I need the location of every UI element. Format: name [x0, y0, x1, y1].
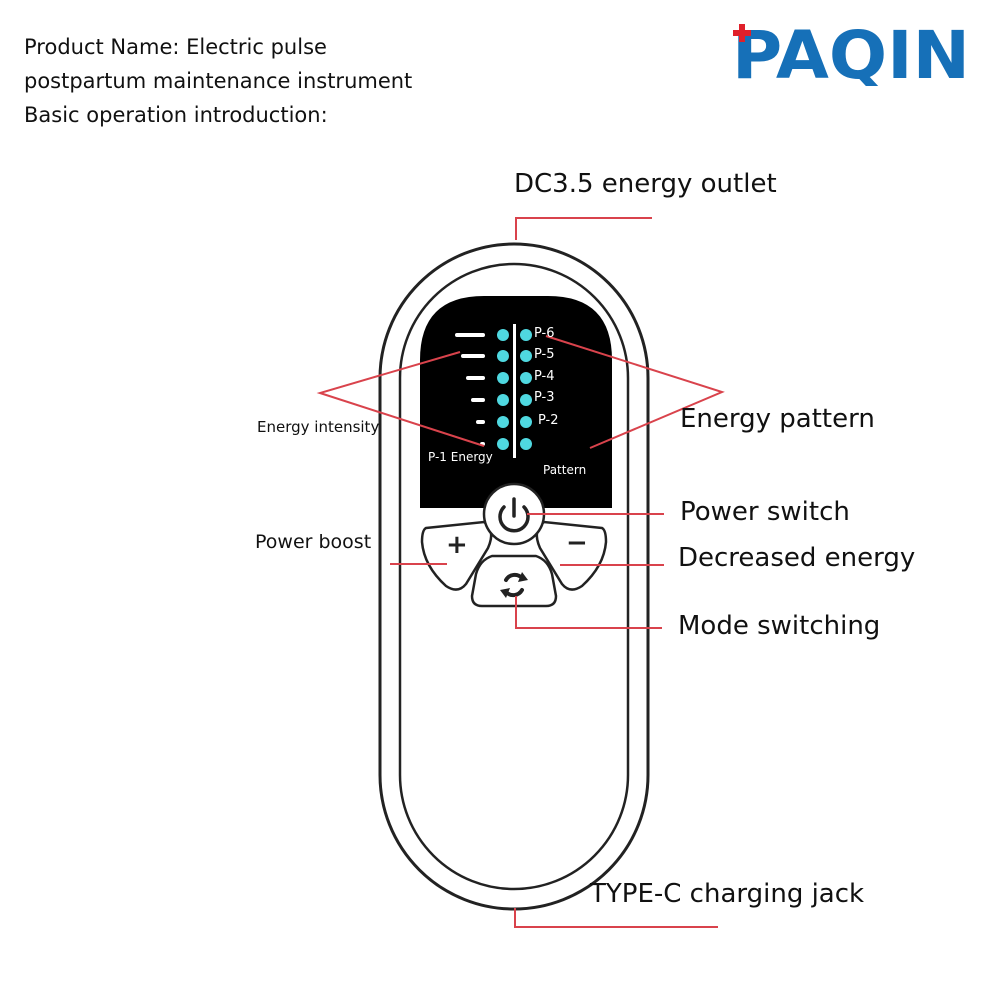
intensity-bar-2 — [476, 420, 485, 424]
leader-energy-intensity — [316, 351, 485, 447]
leader-typec — [514, 908, 718, 928]
leader-dc-outlet — [515, 217, 652, 240]
intro-line-3: Basic operation introduction: — [24, 103, 328, 127]
intro-line-1: Product Name: Electric pulse — [24, 35, 327, 59]
callout-decreased-energy: Decreased energy — [678, 543, 916, 573]
intro-text: Product Name: Electric pulse postpartum … — [24, 30, 412, 132]
intensity-bar-4 — [466, 376, 485, 380]
minus-button-shape — [535, 520, 608, 591]
callout-power-switch: Power switch — [680, 497, 850, 527]
callout-typec-jack: TYPE-C charging jack — [590, 879, 865, 909]
intensity-leds — [497, 329, 509, 450]
intensity-led-4 — [497, 372, 509, 384]
plus-button-shape — [420, 520, 493, 591]
pattern-led-4 — [520, 372, 532, 384]
pattern-level-label: P-4 — [534, 369, 555, 384]
intro-line-2: postpartum maintenance instrument — [24, 69, 413, 93]
red-cross-icon — [733, 24, 751, 42]
pattern-led-1 — [520, 438, 532, 450]
logo-text: PAQIN — [732, 17, 970, 86]
intensity-bars — [455, 333, 485, 446]
intensity-led-5 — [497, 350, 509, 362]
intensity-led-3 — [497, 394, 509, 406]
intensity-led-6 — [497, 329, 509, 341]
callout-mode-switching: Mode switching — [678, 611, 881, 641]
screen-pattern-label: Pattern — [543, 463, 587, 477]
pattern-led-3 — [520, 394, 532, 406]
intensity-bar-5 — [461, 354, 485, 358]
pattern-led-2 — [520, 416, 532, 428]
callout-energy-intensity: Energy intensity — [257, 418, 380, 436]
pattern-led-5 — [520, 350, 532, 362]
mode-button-shape — [470, 554, 558, 608]
intensity-led-1 — [497, 438, 509, 450]
callout-energy-pattern: Energy pattern — [680, 404, 875, 434]
pattern-level-label: P-2 — [538, 413, 559, 428]
intensity-led-2 — [497, 416, 509, 428]
screen-energy-label: P-1 Energy — [428, 450, 493, 464]
pattern-level-label: P-6 — [534, 326, 555, 341]
callout-power-boost: Power boost — [255, 531, 372, 553]
pattern-level-label: P-5 — [534, 347, 555, 362]
callout-dc-outlet: DC3.5 energy outlet — [514, 169, 777, 199]
minus-button[interactable]: − — [566, 528, 588, 558]
leader-mode-switching — [515, 596, 662, 629]
leader-energy-pattern — [545, 335, 725, 449]
plus-button[interactable]: + — [446, 530, 468, 560]
intensity-bar-6 — [455, 333, 485, 337]
pattern-led-6 — [520, 329, 532, 341]
pattern-leds — [520, 329, 532, 450]
leader-lines — [316, 217, 725, 928]
intensity-bar-3 — [471, 398, 485, 402]
paqin-logo: PAQIN — [732, 17, 970, 86]
pattern-level-label: P-3 — [534, 390, 555, 405]
mode-refresh-icon — [500, 572, 528, 598]
screen-divider — [513, 324, 516, 458]
